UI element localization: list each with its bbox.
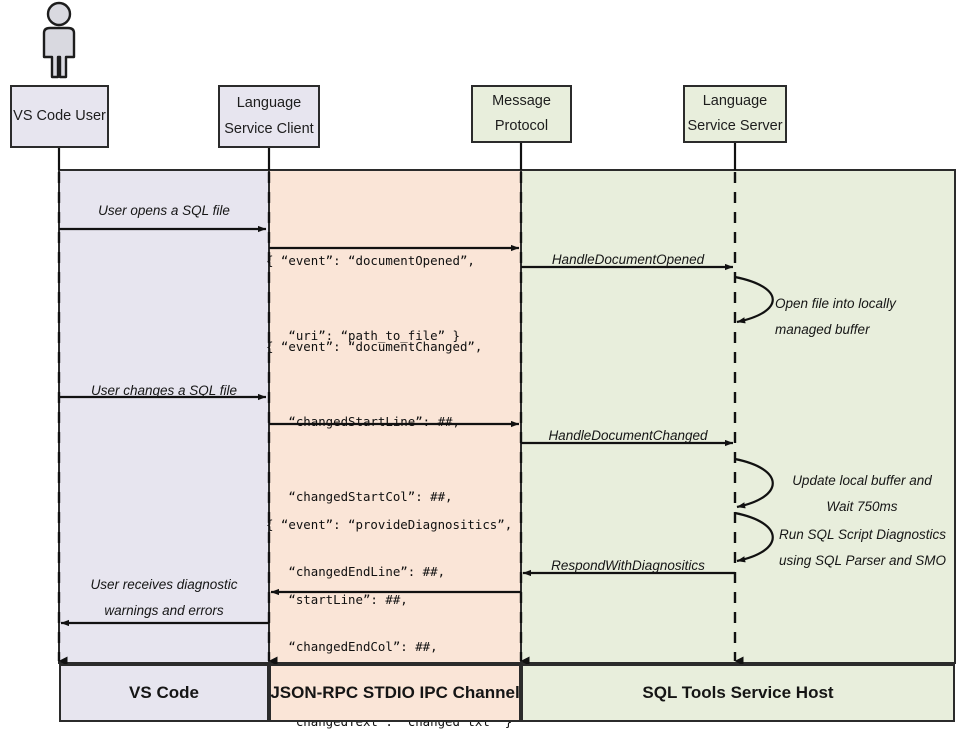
participant-label: Service Server bbox=[687, 118, 783, 134]
json-line: { “event”: “provideDiagnositics”, bbox=[266, 517, 513, 532]
participant-language-service-client[interactable]: Language Service Client bbox=[218, 85, 320, 148]
message-line: warnings and errors bbox=[104, 603, 224, 619]
participant-label: Protocol bbox=[494, 118, 549, 134]
participant-label: Service Client bbox=[224, 120, 314, 137]
participant-label: Language bbox=[236, 95, 302, 112]
footer-label: SQL Tools Service Host bbox=[642, 683, 834, 702]
note-line: Run SQL Script Diagnostics bbox=[778, 527, 947, 542]
footer-jsonrpc-stdio-ipc-channel[interactable]: JSON-RPC STDIO IPC Channel bbox=[269, 664, 521, 722]
json-line: { “event”: “documentOpened”, bbox=[266, 253, 475, 268]
note-open-file-into-buffer: Open file into locally managed buffer bbox=[775, 291, 945, 344]
participant-message-protocol[interactable]: Message Protocol bbox=[471, 85, 572, 143]
footer-label: JSON-RPC STDIO IPC Channel bbox=[270, 683, 520, 702]
band-server bbox=[520, 169, 956, 664]
footer-vs-code[interactable]: VS Code bbox=[59, 664, 269, 722]
band-vscode bbox=[58, 169, 270, 664]
json-line: “startLine”: ##, bbox=[266, 592, 408, 607]
message-label-user-opens-sql-file: User opens a SQL file bbox=[59, 198, 269, 224]
message-line: HandleDocumentChanged bbox=[548, 428, 708, 443]
json-line: “changedEndLine”: ##, bbox=[266, 564, 446, 579]
actor-figure-vs-code-user bbox=[42, 1, 76, 79]
message-label-user-receives-diagnostics: User receives diagnostic warnings and er… bbox=[59, 572, 269, 625]
message-line: User changes a SQL file bbox=[90, 383, 238, 398]
json-line: { “event”: “documentChanged”, bbox=[266, 339, 483, 354]
message-label-handle-document-changed: HandleDocumentChanged bbox=[521, 423, 735, 449]
participant-vs-code-user[interactable]: VS Code User bbox=[10, 85, 109, 148]
participant-label: VS Code User bbox=[13, 107, 106, 124]
participant-label: Language bbox=[702, 92, 768, 109]
message-label-handle-document-opened: HandleDocumentOpened bbox=[521, 247, 735, 273]
note-line: Wait 750ms bbox=[826, 499, 898, 515]
note-line: managed buffer bbox=[775, 322, 870, 338]
selfloop-update-buffer bbox=[734, 457, 774, 509]
footer-sql-tools-service-host[interactable]: SQL Tools Service Host bbox=[521, 664, 955, 722]
json-line: “changedStartCol”: ##, bbox=[266, 489, 453, 504]
message-label-respond-with-diagnositics: RespondWithDiagnositics bbox=[521, 553, 735, 579]
note-line: Update local buffer and bbox=[792, 473, 932, 488]
note-line: using SQL Parser and SMO bbox=[778, 553, 947, 569]
json-payload-document-changed: { “event”: “documentChanged”, “changedSt… bbox=[266, 284, 512, 732]
message-line: User opens a SQL file bbox=[98, 203, 230, 218]
note-line: Open file into locally bbox=[775, 296, 896, 311]
message-line: User receives diagnostic bbox=[90, 577, 238, 592]
note-run-sql-script-diagnostics: Run SQL Script Diagnostics using SQL Par… bbox=[770, 522, 955, 575]
footer-label: VS Code bbox=[129, 683, 199, 702]
json-line: “changedStartLine”: ##, bbox=[266, 414, 460, 429]
band-protocol bbox=[268, 169, 522, 664]
note-update-buffer-wait: Update local buffer and Wait 750ms bbox=[772, 468, 952, 521]
selfloop-open-file bbox=[734, 275, 774, 324]
participant-language-service-server[interactable]: Language Service Server bbox=[683, 85, 787, 143]
json-line: “uri”: “path_to_file” } bbox=[266, 328, 460, 343]
message-line: HandleDocumentOpened bbox=[551, 252, 705, 267]
message-label-user-changes-sql-file: User changes a SQL file bbox=[59, 378, 269, 404]
actor-body-icon bbox=[42, 26, 76, 79]
actor-head-icon bbox=[46, 1, 72, 27]
json-payload-document-opened: { “event”: “documentOpened”, “uri”: “pat… bbox=[266, 198, 475, 398]
message-line: RespondWithDiagnositics bbox=[551, 558, 705, 573]
participant-label: Message bbox=[492, 92, 551, 109]
json-line: “changedEndCol”: ##, bbox=[266, 639, 438, 654]
selfloop-run-diagnostics bbox=[734, 511, 774, 563]
